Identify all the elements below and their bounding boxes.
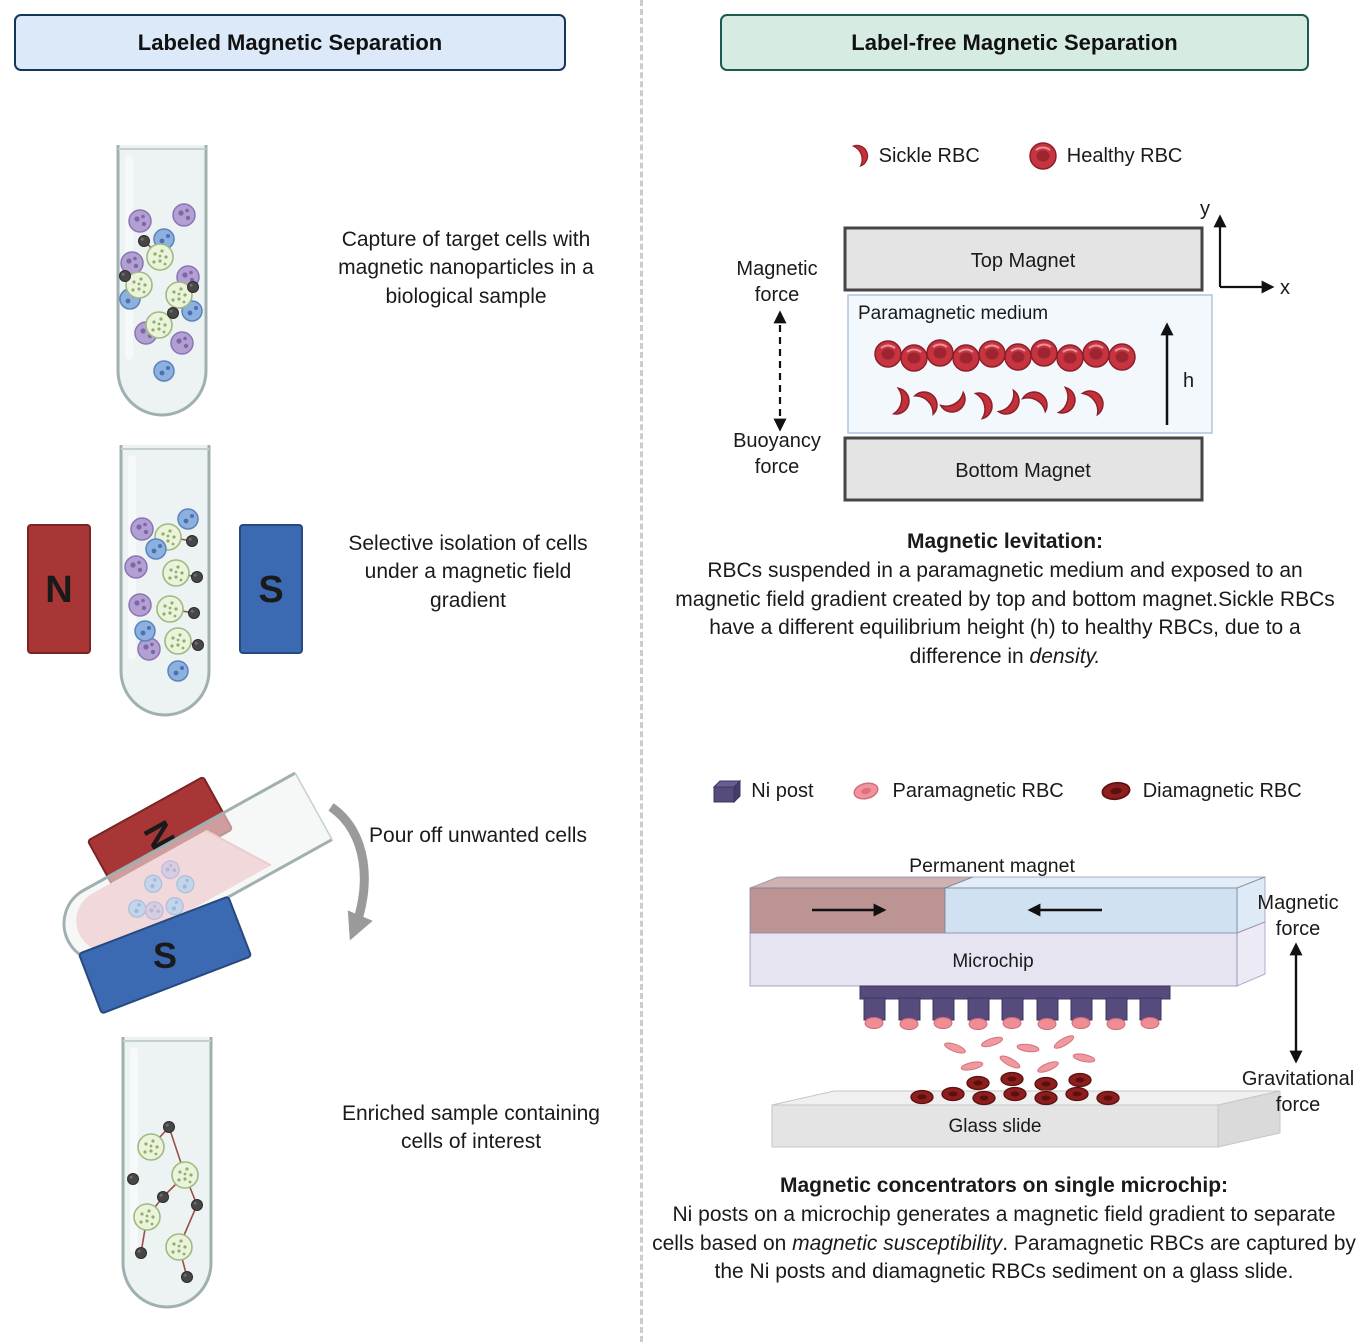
levitation-caption: Magnetic levitation: RBCs suspended in a…: [672, 528, 1338, 672]
captured-paramagnetic-rbcs: [864, 1017, 1160, 1030]
microchip: Microchip: [749, 921, 1266, 987]
buoyancy-force-label: Buoyancy force: [733, 430, 821, 478]
legend-para-label: Paramagnetic RBC: [892, 779, 1064, 802]
paramagnetic-medium: Paramagnetic medium h: [847, 294, 1213, 434]
top-magnet: Top Magnet: [843, 226, 1204, 292]
right-panel-title: Label-free Magnetic Separation: [720, 14, 1309, 71]
diamagnetic-rbc-icon: [1100, 780, 1132, 802]
top-magnet-label: Top Magnet: [971, 250, 1076, 272]
legend-healthy-label: Healthy RBC: [1066, 144, 1183, 167]
left-panel-title: Labeled Magnetic Separation: [14, 14, 566, 71]
xy-axes: y x: [1200, 198, 1290, 299]
levitation-caption-body: RBCs suspended in a paramagnetic medium …: [672, 557, 1338, 672]
concentrator-caption: Magnetic concentrators on single microch…: [652, 1172, 1356, 1287]
step2-caption: Selective isolation of cells under a mag…: [348, 532, 588, 612]
rbc-legend: Sickle RBC Healthy RBC: [660, 140, 1366, 172]
levitation-caption-italic: density.: [1029, 645, 1101, 669]
levitation-diagram: y x Top Magnet Paramagnetic medium: [773, 198, 1290, 502]
legend-item-diamagnetic: Diamagnetic RBC: [1098, 779, 1302, 803]
pour-arrow: [328, 803, 373, 941]
magnet-south: S: [239, 524, 303, 654]
concentrator-caption-italic: magnetic susceptibility: [792, 1231, 1003, 1255]
concentrator-caption-text1: Ni posts on a microchip generates a magn…: [652, 1202, 1336, 1255]
height-indicator: h: [1160, 322, 1194, 425]
step2-tube-illustration: N S: [27, 443, 303, 717]
step3-caption: Pour off unwanted cells: [369, 824, 587, 847]
magnetic-force-label-2: Magnetic force: [1257, 892, 1339, 940]
falling-paramagnetic-rbcs: [944, 1035, 1096, 1073]
paramagnetic-rbc-icon: [851, 780, 880, 802]
magnet-north: N: [27, 524, 91, 654]
bottom-magnet-label: Bottom Magnet: [955, 460, 1091, 482]
concentrator-caption-text2: . Paramagnetic RBCs are captured by the …: [714, 1231, 1356, 1284]
magnet-south: S: [78, 896, 252, 1014]
paramagnetic-medium-label: Paramagnetic medium: [858, 303, 1048, 324]
levitation-caption-title: Magnetic levitation:: [906, 530, 1104, 553]
legend-item-ni-post: Ni post: [712, 778, 814, 804]
ni-posts: [859, 985, 1171, 1021]
permanent-magnet: [749, 876, 1266, 934]
step4-caption: Enriched sample containing cells of inte…: [342, 1102, 600, 1154]
concentrator-caption-body: Ni posts on a microchip generates a magn…: [652, 1201, 1356, 1287]
step4-tube-illustration: [121, 1035, 213, 1309]
microchip-label: Microchip: [952, 951, 1033, 972]
gravitational-force-label: Gravitational force: [1241, 1068, 1355, 1116]
ni-post-icon: [713, 779, 742, 804]
step3-pour-illustration: N S: [62, 771, 373, 1014]
magnet-south-label: S: [258, 569, 283, 611]
panel-divider: [640, 0, 643, 1342]
microchip-legend: Ni post Paramagnetic RBC Diamagnetic RBC: [648, 778, 1366, 804]
legend-ni-label: Ni post: [751, 779, 814, 802]
healthy-rbc-icon: [1028, 142, 1057, 170]
sickle-rbc-icon: [852, 141, 870, 167]
legend-item-paramagnetic: Paramagnetic RBC: [848, 778, 1064, 804]
magnet-north-label: N: [45, 569, 72, 611]
legend-item-healthy: Healthy RBC: [1028, 141, 1183, 171]
concentrator-diagram: Permanent magnet Microchip: [749, 855, 1303, 1148]
bottom-magnet: Bottom Magnet: [843, 436, 1204, 502]
height-label: h: [1183, 370, 1194, 392]
permanent-magnet-label: Permanent magnet: [909, 855, 1075, 877]
legend-dia-label: Diamagnetic RBC: [1142, 779, 1302, 802]
glass-slide: Glass slide: [771, 1090, 1281, 1148]
step1-caption: Capture of target cells with magnetic na…: [338, 228, 594, 308]
concentrator-caption-title: Magnetic concentrators on single microch…: [779, 1174, 1229, 1197]
magnet-south-label: S: [153, 935, 177, 976]
axis-x-label: x: [1280, 277, 1290, 299]
step1-tube-illustration: [116, 143, 208, 417]
magnetic-force-label: Magnetic force: [736, 258, 818, 306]
glass-slide-label: Glass slide: [949, 1116, 1042, 1137]
axis-y-label: y: [1200, 198, 1210, 220]
legend-sickle-label: Sickle RBC: [878, 144, 980, 167]
legend-item-sickle: Sickle RBC: [844, 140, 980, 172]
levitation-caption-text: RBCs suspended in a paramagnetic medium …: [675, 558, 1335, 669]
